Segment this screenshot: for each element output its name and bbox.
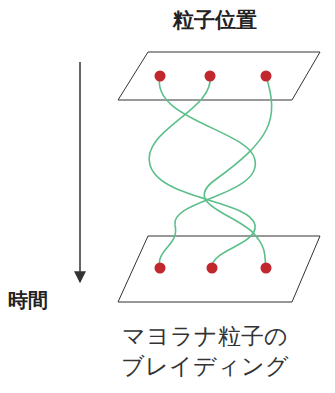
- bottom-plane: [118, 236, 320, 302]
- particle-dot: [207, 263, 218, 274]
- particle-dot: [261, 263, 272, 274]
- top-plane: [118, 52, 320, 100]
- diagram-title: 粒子位置: [120, 6, 310, 34]
- particle-dot: [155, 263, 166, 274]
- braid-strands: [149, 76, 272, 268]
- strand: [159, 76, 255, 268]
- strand: [204, 76, 271, 268]
- particle-dot: [155, 71, 166, 82]
- axis-label: 時間: [8, 287, 48, 314]
- particle-dot: [261, 71, 272, 82]
- figure-caption: マヨラナ粒子の ブレイディング: [110, 322, 300, 382]
- time-arrow: [79, 62, 81, 282]
- majorana-particles: [155, 71, 272, 274]
- particle-dot: [205, 71, 216, 82]
- strand: [149, 76, 255, 268]
